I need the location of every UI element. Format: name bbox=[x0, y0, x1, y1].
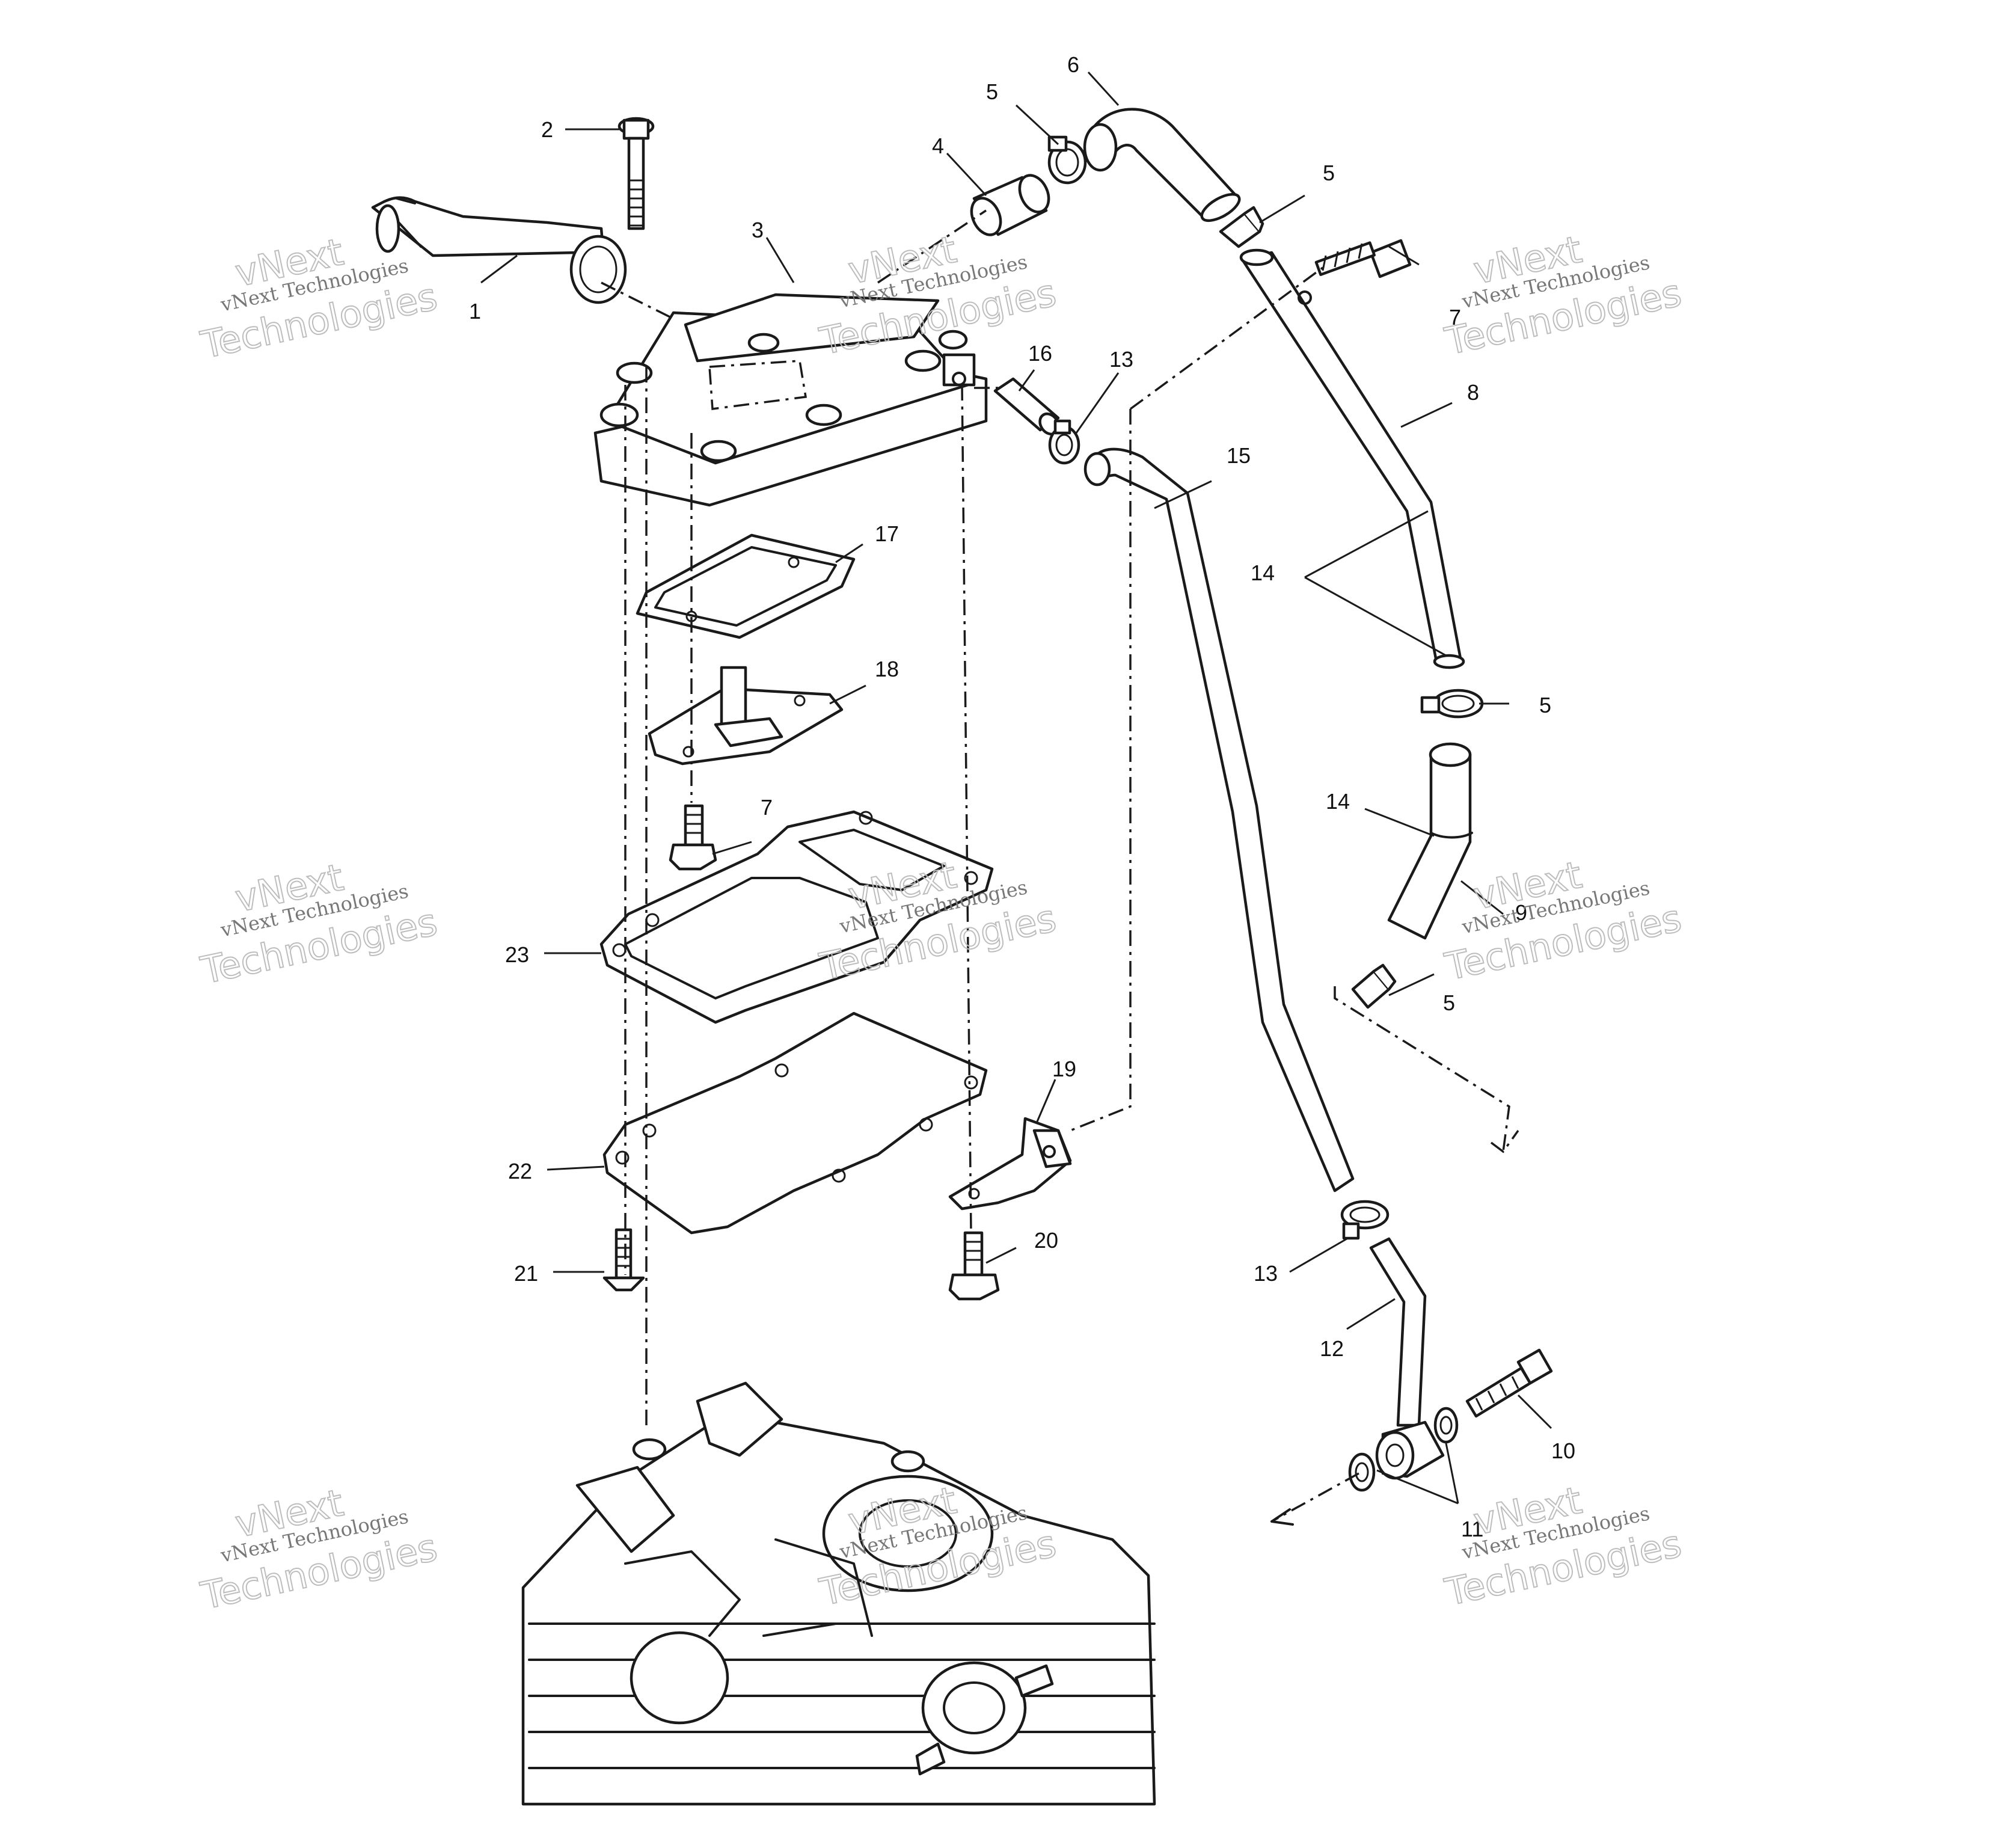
callout-14b: 14 bbox=[1326, 789, 1350, 814]
callout-2: 2 bbox=[541, 117, 553, 142]
part-5-clamp-upper-right bbox=[1219, 206, 1264, 248]
watermark-mid-right: vNext vNext Technologies Technologies bbox=[1441, 852, 1686, 990]
callout-3: 3 bbox=[752, 218, 764, 242]
callout-13a: 13 bbox=[1109, 347, 1133, 372]
part-2-bolt bbox=[617, 117, 655, 230]
callout-6: 6 bbox=[1067, 52, 1079, 77]
part-20-bolt bbox=[948, 1231, 1000, 1301]
watermark-top-left: vNext vNext Technologies Technologies bbox=[197, 229, 442, 368]
part-22-plate bbox=[602, 1011, 988, 1235]
callout-23: 23 bbox=[505, 942, 529, 967]
part-6-elbow-hose bbox=[1083, 108, 1241, 223]
callout-14a: 14 bbox=[1251, 560, 1275, 585]
callout-16: 16 bbox=[1028, 341, 1052, 366]
watermark-bottom-left: vNext vNext Technologies Technologies bbox=[197, 1480, 442, 1619]
part-10-banjo-bolt bbox=[1465, 1348, 1553, 1418]
part-1-elbow-tube bbox=[371, 196, 627, 304]
callout-5d: 5 bbox=[1443, 990, 1455, 1015]
callout-11: 11 bbox=[1461, 1517, 1483, 1541]
part-7-bolt-upper bbox=[1314, 239, 1412, 278]
part-17-gasket bbox=[636, 533, 856, 639]
part-5-clamp-mid-right bbox=[1420, 689, 1484, 719]
callout-5b: 5 bbox=[1323, 161, 1335, 185]
callout-17: 17 bbox=[875, 521, 899, 546]
part-8-breather-tube bbox=[1239, 248, 1465, 669]
callout-1: 1 bbox=[469, 299, 481, 324]
part-19-bracket bbox=[948, 1117, 1072, 1211]
leader-lines bbox=[480, 71, 1552, 1505]
callout-20: 20 bbox=[1034, 1228, 1058, 1253]
callout-13b: 13 bbox=[1254, 1261, 1278, 1286]
callout-18: 18 bbox=[875, 657, 899, 681]
part-5-clamp-top bbox=[1047, 135, 1087, 185]
callout-12: 12 bbox=[1320, 1336, 1344, 1361]
part-5-clamp-lower-right bbox=[1351, 963, 1397, 1009]
part-4-sleeve bbox=[970, 174, 1050, 236]
part-11-banjo-fitting bbox=[1348, 1407, 1459, 1492]
callout-5a: 5 bbox=[986, 79, 998, 104]
callout-9: 9 bbox=[1515, 900, 1527, 925]
part-16-pipe bbox=[993, 377, 1060, 436]
watermark-top-right: vNext vNext Technologies Technologies bbox=[1441, 227, 1686, 364]
callout-7a: 7 bbox=[1449, 305, 1461, 330]
callout-22: 22 bbox=[508, 1159, 532, 1183]
part-23-gasket bbox=[599, 810, 994, 1024]
part-15-long-hose bbox=[1083, 447, 1355, 1193]
part-7-bolt-lower bbox=[669, 804, 717, 871]
part-3-valve-cover bbox=[593, 293, 988, 507]
part-13-clamp-upper bbox=[1048, 419, 1080, 465]
callout-7b: 7 bbox=[761, 795, 773, 820]
callout-5c: 5 bbox=[1539, 693, 1551, 717]
part-21-screw bbox=[602, 1228, 645, 1292]
callout-21: 21 bbox=[514, 1261, 538, 1286]
callout-labels: 1 2 3 4 5 6 5 7 8 16 13 15 17 14 18 5 7 … bbox=[469, 52, 1575, 1541]
watermark-mid-left: vNext vNext Technologies Technologies bbox=[197, 855, 442, 993]
callout-15: 15 bbox=[1227, 443, 1251, 468]
part-14-hose-short bbox=[1387, 742, 1473, 940]
callout-19: 19 bbox=[1052, 1057, 1076, 1081]
alignment-lines bbox=[601, 209, 1519, 1526]
callout-10: 10 bbox=[1551, 1438, 1575, 1463]
callout-4: 4 bbox=[932, 134, 944, 158]
cylinder-head bbox=[521, 1381, 1156, 1806]
part-13-clamp-lower bbox=[1340, 1200, 1390, 1240]
part-12-oil-line bbox=[1369, 1237, 1427, 1427]
callout-8: 8 bbox=[1467, 380, 1479, 405]
watermark-top-center: vNext vNext Technologies Technologies bbox=[815, 227, 1061, 364]
part-18-reed-plate bbox=[648, 666, 844, 766]
